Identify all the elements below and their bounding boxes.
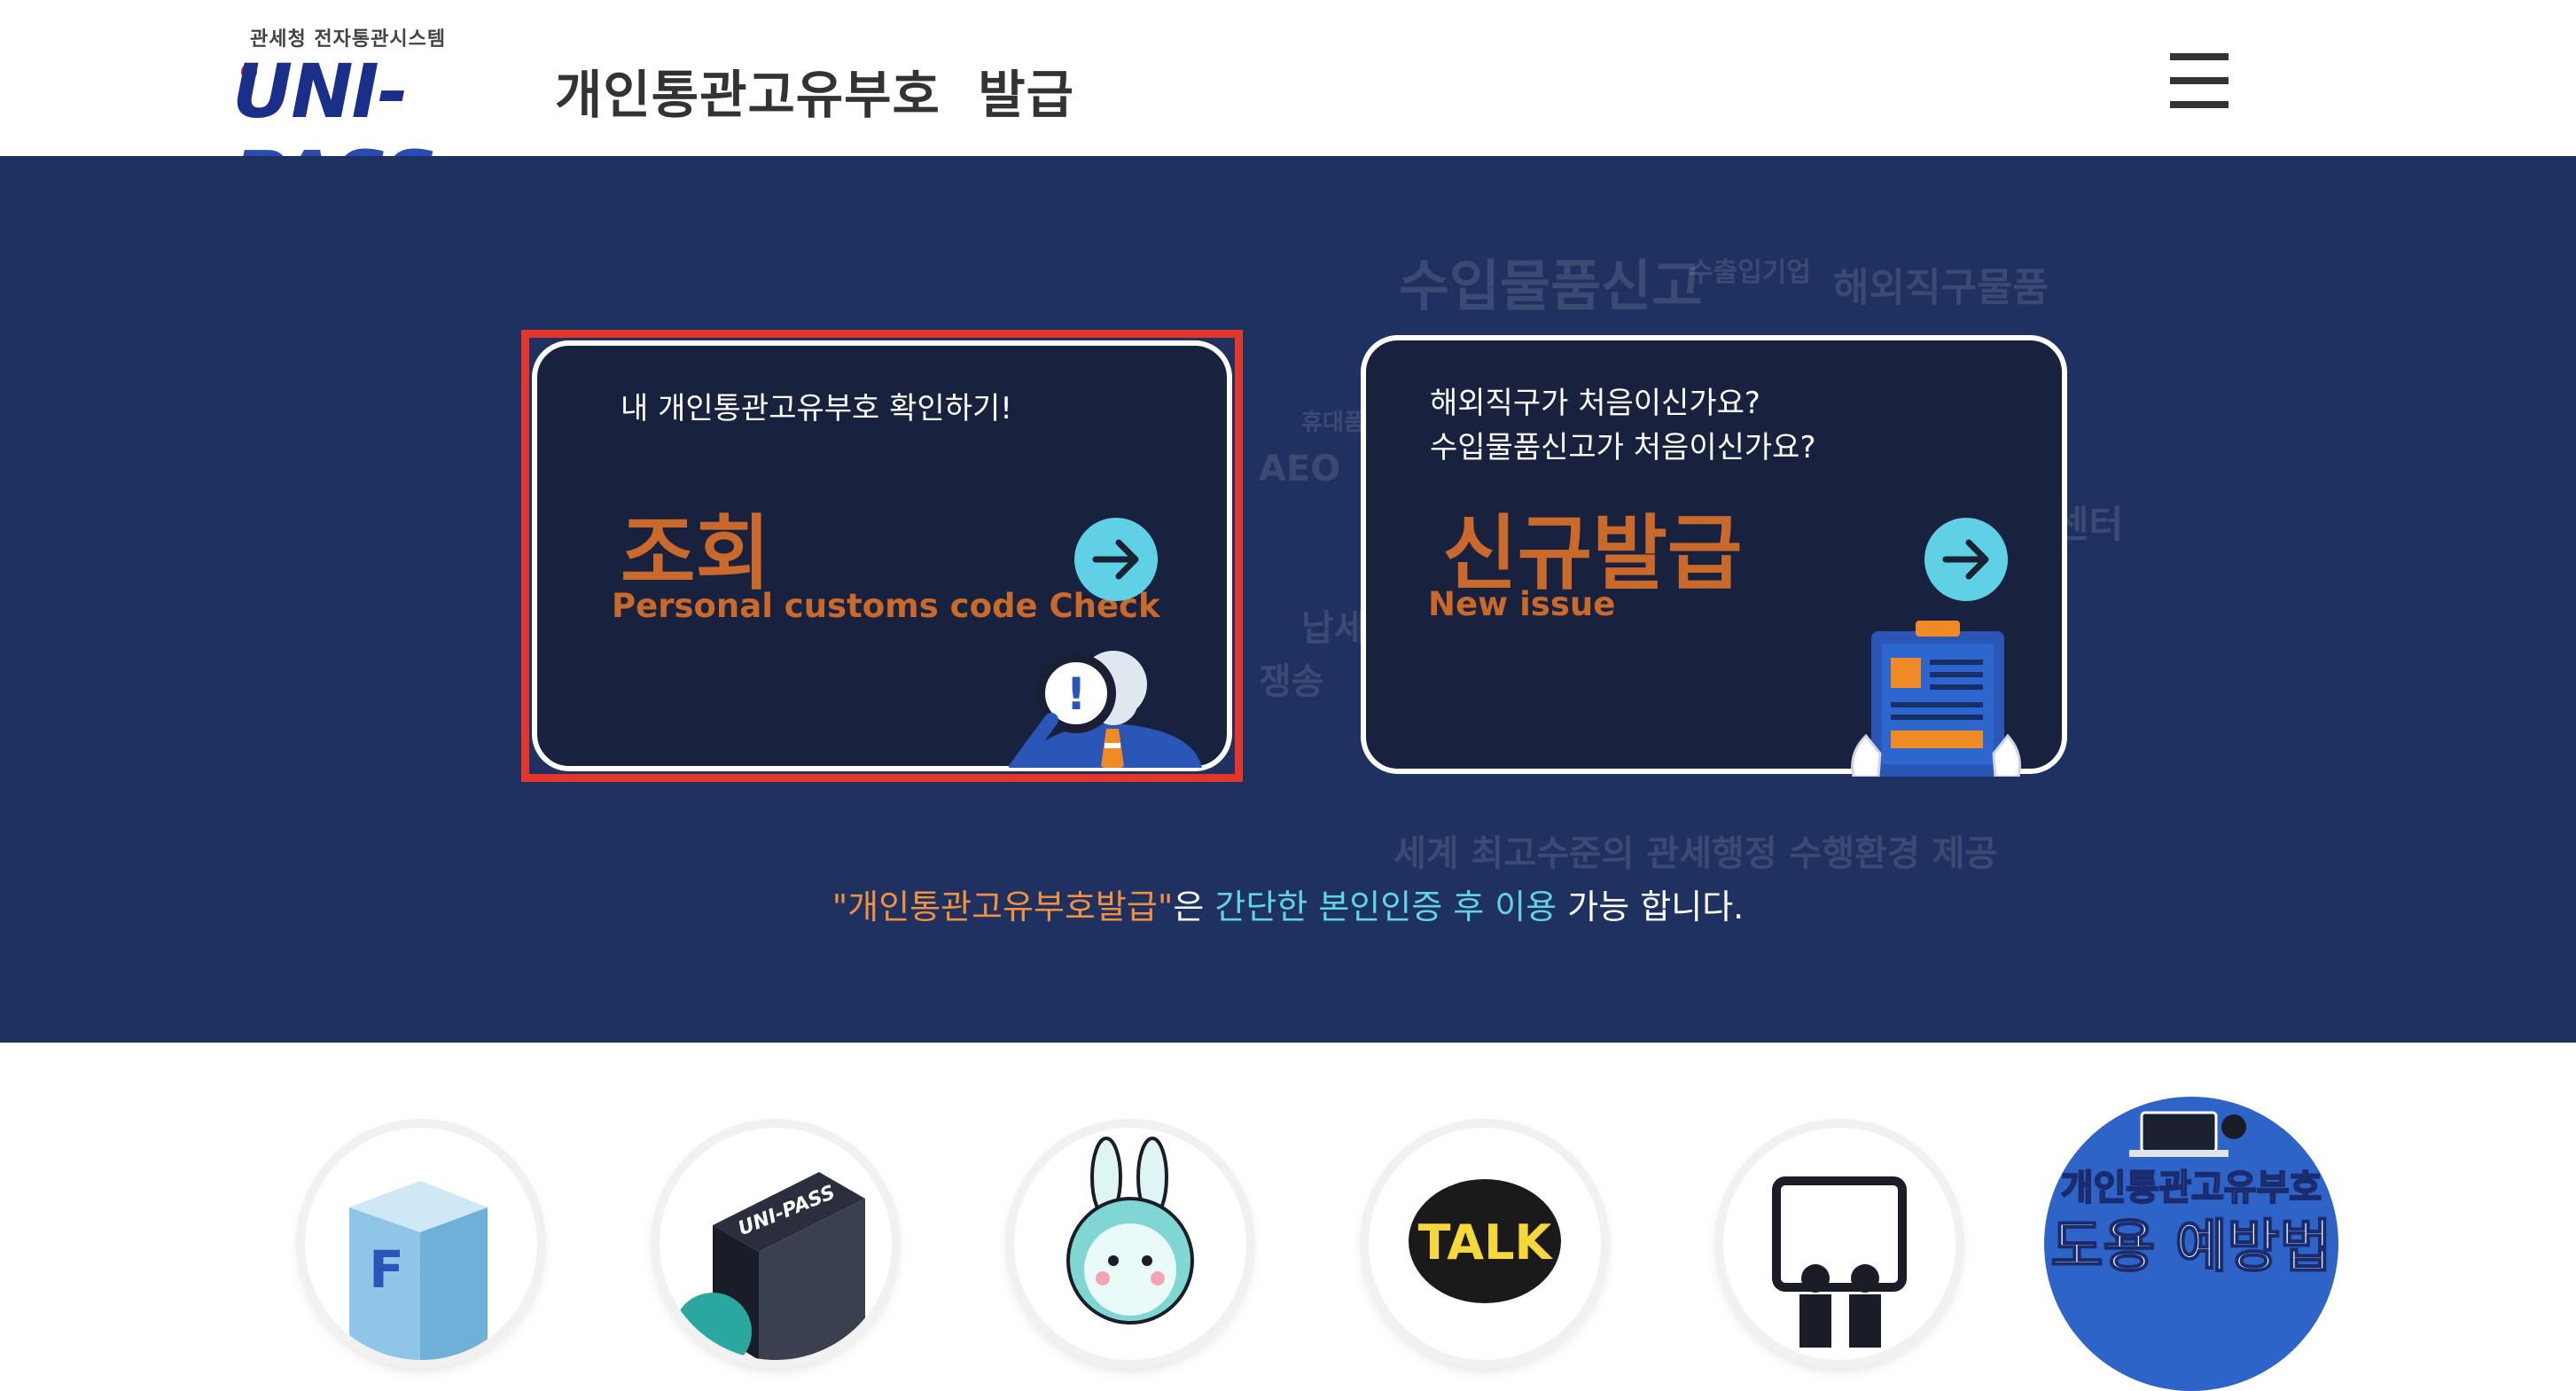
svg-text:F: F <box>369 1239 404 1300</box>
bg-word: 수출입기업 <box>1689 257 1811 288</box>
banner-line1: 개인통관고유부호 <box>2060 1167 2322 1209</box>
bg-word: 해외직구물품 <box>1833 265 2049 310</box>
hamburger-menu-icon[interactable] <box>2170 53 2229 108</box>
svg-text:TALK: TALK <box>1418 1215 1554 1270</box>
logo-uni: UNI- <box>232 48 409 135</box>
bg-word: 수입물품신고 <box>1399 254 1703 318</box>
new-issue-card[interactable]: 해외직구가 처음이신가요? 수입물품신고가 처음이신가요? 신규발급 New i… <box>1361 335 2067 777</box>
site-header: 관세청 전자통관시스템 UNI-PASS 개인통관고유부호 발급 <box>0 0 2576 222</box>
faq-cube-icon[interactable]: F <box>305 1128 537 1360</box>
notice-highlight: 간단한 본인인증 후 이용 <box>1214 887 1557 926</box>
presentation-board-icon[interactable] <box>1723 1128 1955 1360</box>
clipboard-document-icon <box>1851 621 2021 777</box>
notice-text: "개인통관고유부호발급"은 간단한 본인인증 후 이용 가능 합니다. <box>0 879 2576 928</box>
lookup-english: Personal customs code Check <box>612 587 1160 625</box>
lookup-subtitle: 내 개인통관고유부호 확인하기! <box>621 391 1012 426</box>
bg-word: 세계 최고수준의 관세행정 수행환경 제공 <box>1393 833 1998 874</box>
hero-section: 수입물품신고 수출입기업 해외직구물품 AEO 휴대품 납세 쟁송 센터 세계 … <box>0 156 2576 1043</box>
bg-word: 쟁송 <box>1259 661 1324 702</box>
unipass-book-icon[interactable]: UNI-PASS <box>660 1128 892 1360</box>
bg-word: AEO <box>1259 449 1341 489</box>
notice-ending: 가능 합니다. <box>1557 887 1745 926</box>
bg-word: 휴대품 <box>1301 410 1365 436</box>
notice-service-name: "개인통관고유부호발급" <box>831 887 1174 926</box>
selection-highlight <box>521 330 1243 782</box>
rabbit-mascot-icon[interactable] <box>1014 1128 1246 1360</box>
arrow-right-icon[interactable] <box>1924 518 2008 601</box>
logo-star-icon <box>241 64 257 80</box>
logo-stripes <box>405 60 538 131</box>
notice-particle: 은 <box>1173 887 1215 926</box>
unipass-logo[interactable]: 관세청 전자통관시스템 UNI-PASS <box>232 21 543 222</box>
new-english: New issue <box>1428 585 1616 623</box>
arrow-right-icon[interactable] <box>1074 518 1158 601</box>
identity-theft-prevention-banner[interactable]: 개인통관고유부호 도용 예방법 <box>2044 1097 2338 1391</box>
svg-text:!: ! <box>1066 668 1087 720</box>
banner-line2: 도용 예방법 <box>2050 1214 2333 1281</box>
new-subtitle-line2: 수입물품신고가 처음이신가요? <box>1430 430 1816 465</box>
lookup-card[interactable]: 내 개인통관고유부호 확인하기! 조회 Personal customs cod… <box>532 340 1232 771</box>
magnifier-person-icon: ! <box>1009 651 1202 768</box>
bg-word: 납세 <box>1301 608 1367 649</box>
new-title: 신규발급 <box>1442 506 1743 601</box>
lookup-title: 조회 <box>621 506 771 601</box>
kakao-talk-icon[interactable]: TALK <box>1369 1128 1601 1360</box>
new-subtitle-line1: 해외직구가 처음이신가요? <box>1430 386 1760 421</box>
laptop-thief-icon <box>2129 1111 2246 1157</box>
logo-subtitle: 관세청 전자통관시스템 <box>250 28 447 51</box>
site-title: 개인통관고유부호 발급 <box>555 65 1074 125</box>
